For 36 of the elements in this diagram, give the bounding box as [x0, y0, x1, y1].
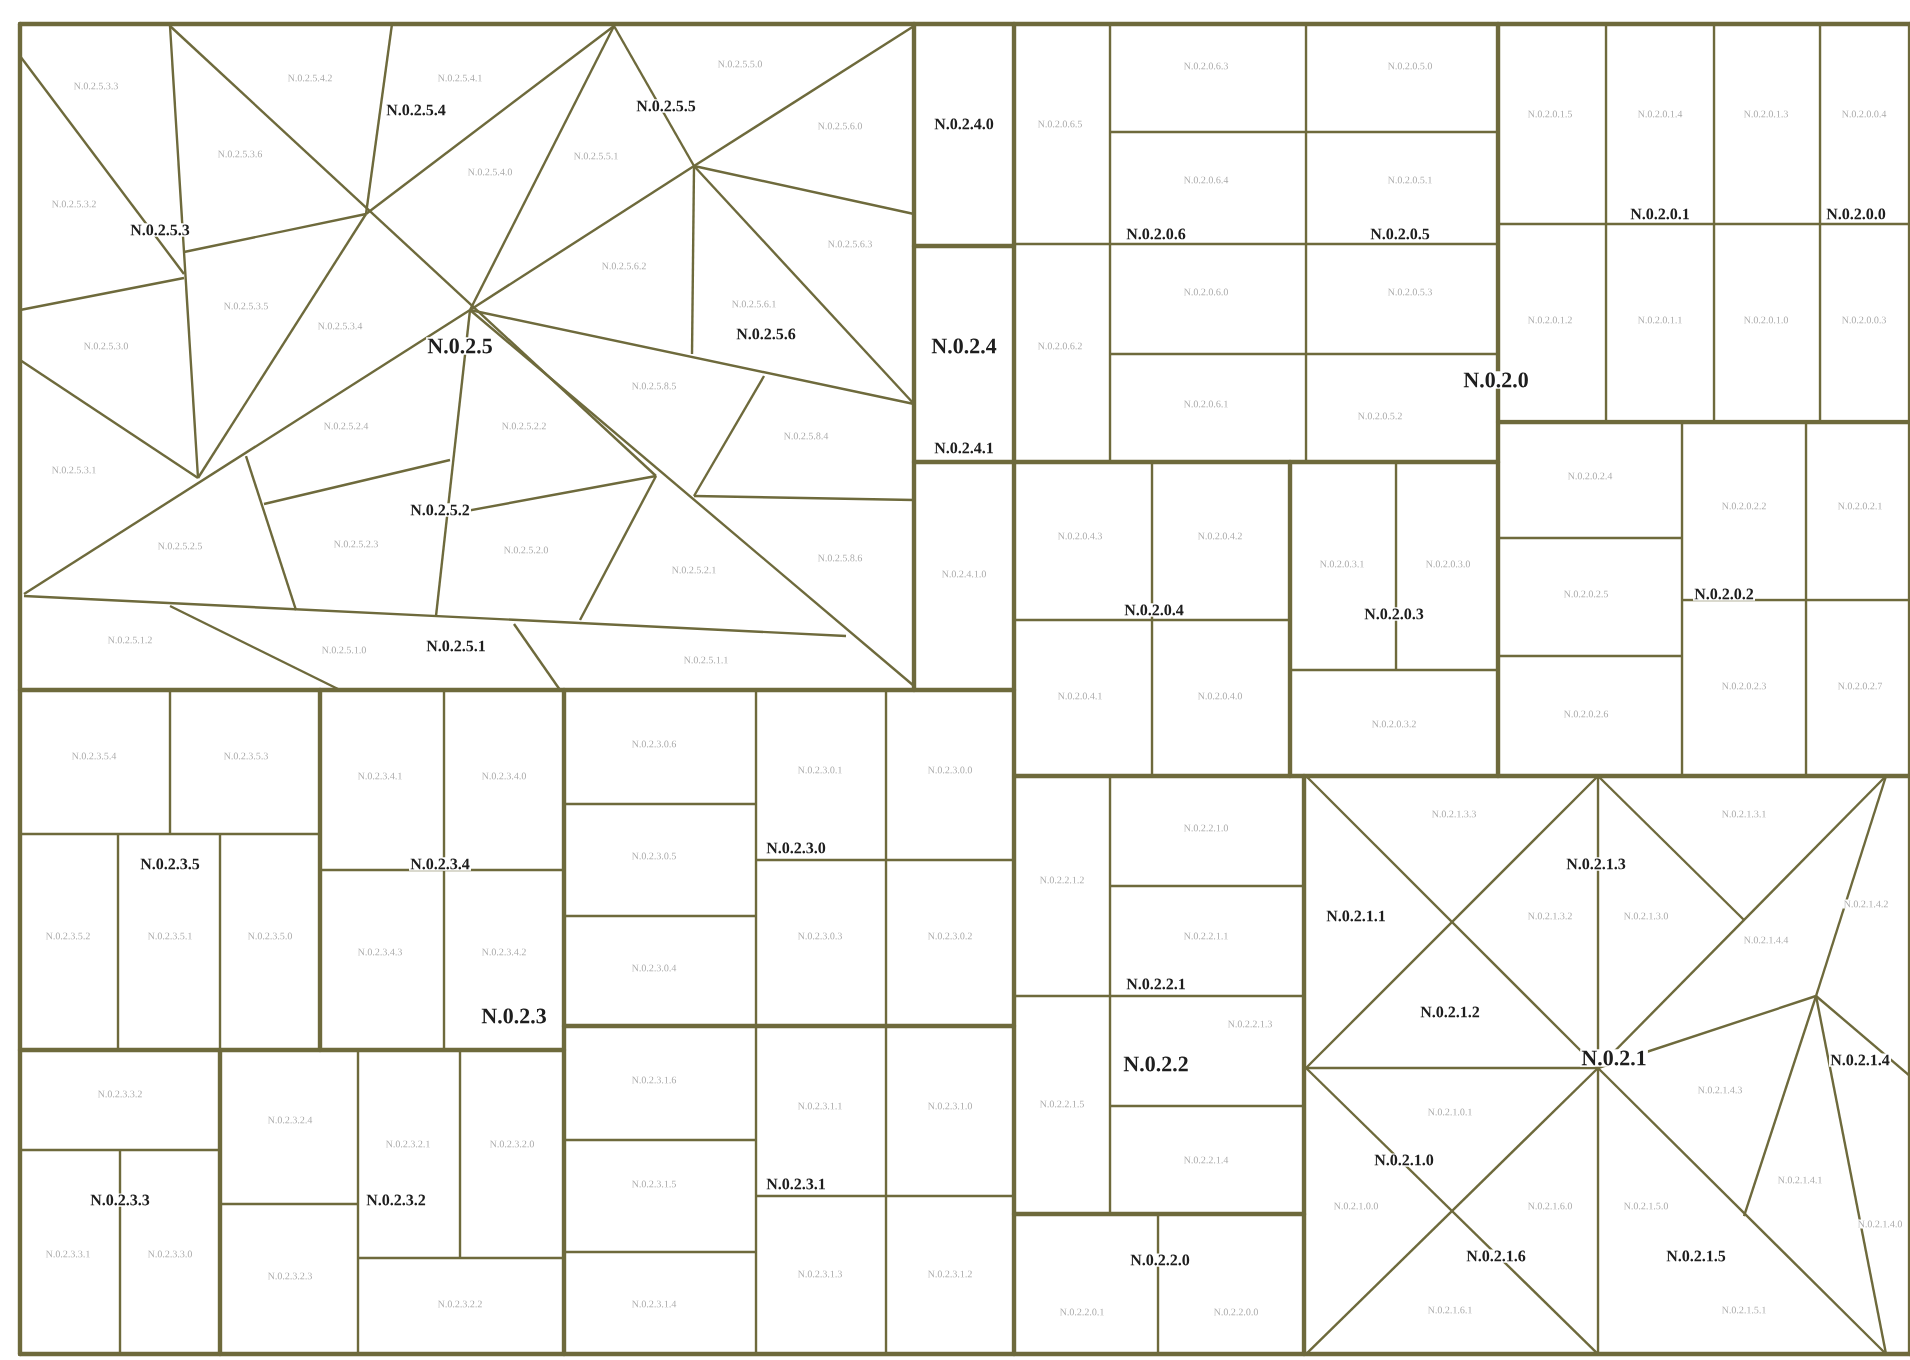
region-label: N.0.2.0.2: [1693, 587, 1755, 601]
region-label: N.0.2.5.3: [129, 223, 191, 237]
region-label: N.0.2.0.1: [1629, 207, 1691, 221]
region-label: N.0.2.3.0: [765, 841, 827, 855]
region-label: N.0.2.5: [426, 337, 494, 355]
region-label: N.0.2.1.0: [1373, 1153, 1435, 1167]
region-label: N.0.2.2.0: [1129, 1253, 1191, 1267]
region-label: N.0.2.1.6: [1465, 1249, 1527, 1263]
region-label: N.0.2.3.2: [365, 1193, 427, 1207]
region-label: N.0.2.4: [930, 337, 998, 355]
region-label: N.0.2.1.2: [1419, 1005, 1481, 1019]
region-label: N.0.2.4.1: [933, 441, 995, 455]
region-label: N.0.2.2: [1122, 1055, 1190, 1073]
region-label: N.0.2.3.4: [409, 857, 471, 871]
region-label: N.0.2.4.0: [933, 117, 995, 131]
region-label: N.0.2.0.4: [1123, 603, 1185, 617]
region-label: N.0.2.2.1: [1125, 977, 1187, 991]
region-label: N.0.2.0.0: [1825, 207, 1887, 221]
region-label: N.0.2.1.5: [1665, 1249, 1727, 1263]
region-label: N.0.2.0: [1462, 371, 1530, 389]
region-label: N.0.2.1.1: [1325, 909, 1387, 923]
region-label: N.0.2.3.1: [765, 1177, 827, 1191]
region-label: N.0.2.3.5: [139, 857, 201, 871]
region-label: N.0.2.1: [1580, 1049, 1648, 1067]
region-label: N.0.2.0.6: [1125, 227, 1187, 241]
region-label: N.0.2.3.3: [89, 1193, 151, 1207]
region-label: N.0.2.0.3: [1363, 607, 1425, 621]
region-label: N.0.2.5.4: [385, 103, 447, 117]
region-label: N.0.2.1.4: [1829, 1053, 1891, 1067]
region-label: N.0.2.3: [480, 1007, 548, 1025]
region-label: N.0.2.5.6: [735, 327, 797, 341]
region-label: N.0.2.5.2: [409, 503, 471, 517]
region-label: N.0.2.0.5: [1369, 227, 1431, 241]
region-label: N.0.2.1.3: [1565, 857, 1627, 871]
region-label: N.0.2.5.1: [425, 639, 487, 653]
region-label: N.0.2.5.5: [635, 99, 697, 113]
